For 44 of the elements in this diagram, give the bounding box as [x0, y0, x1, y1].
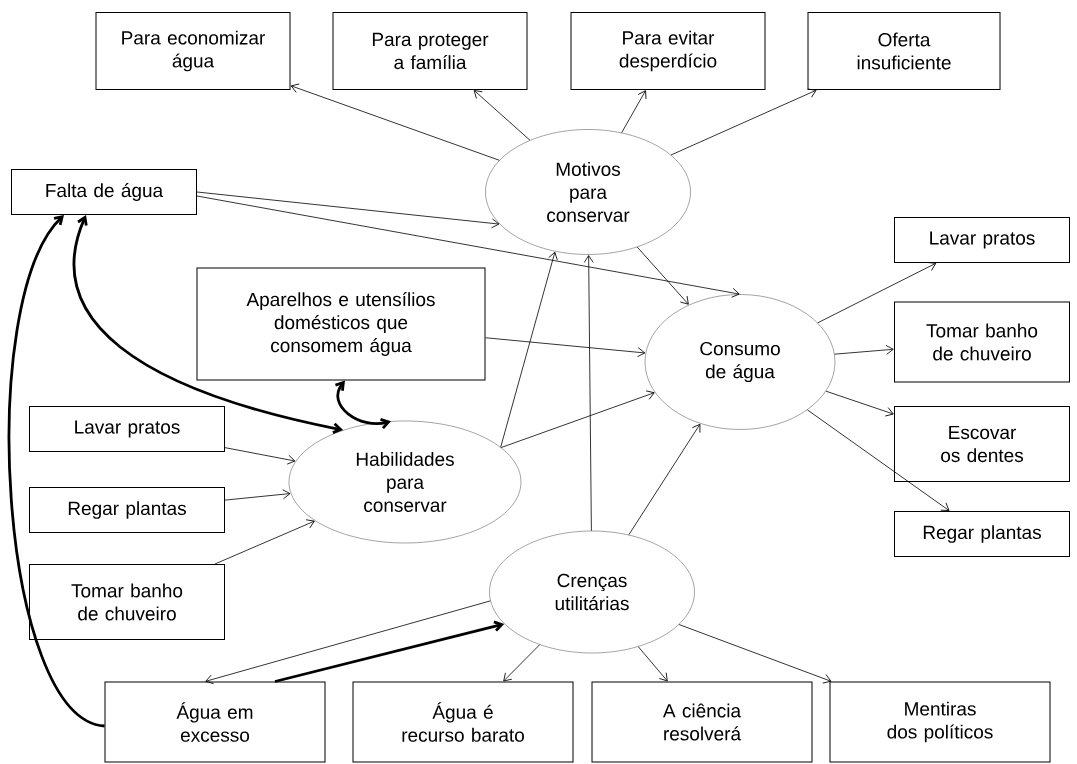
arrow	[500, 251, 558, 448]
arrow	[583, 255, 594, 532]
arrow	[807, 409, 950, 511]
arrow	[7, 215, 105, 728]
arrow	[825, 390, 894, 417]
arrow	[503, 644, 541, 682]
arrow	[628, 423, 701, 536]
arrow	[621, 90, 647, 134]
arrow	[224, 489, 291, 501]
text-box: Para economizar água	[95, 12, 291, 90]
text-box: Regar plantas	[894, 511, 1070, 557]
text-box: Lavar pratos	[894, 217, 1070, 263]
arrow	[485, 337, 646, 358]
text-box: Tomar banho de chuveiro	[29, 564, 225, 640]
arrow	[72, 215, 344, 434]
arrow	[678, 624, 832, 684]
arrow	[274, 620, 505, 683]
arrow	[290, 83, 500, 161]
arrow	[205, 600, 491, 685]
arrow	[214, 519, 315, 565]
text-box: Oferta insuficiente	[807, 12, 1001, 90]
text-box: Água em excesso	[104, 681, 326, 763]
text-box: Água é recurso barato	[352, 681, 574, 763]
arrow	[196, 191, 500, 229]
arrow	[670, 88, 817, 156]
text-box: Falta de água	[11, 169, 197, 215]
arrow	[224, 447, 296, 465]
text-box: Aparelhos e utensílios domésticos que consomem água	[196, 267, 486, 381]
text-box: Mentiras dos políticos	[829, 681, 1051, 763]
arrow	[500, 390, 655, 448]
arrow	[335, 380, 391, 430]
arrow	[636, 246, 689, 305]
arrow	[637, 646, 668, 682]
arrow	[817, 262, 937, 324]
text-box: A ciência resolverá	[591, 681, 813, 763]
arrow	[473, 90, 531, 141]
arrow	[196, 195, 740, 298]
text-box: Regar plantas	[29, 487, 225, 533]
text-box: Escovar os dentes	[894, 406, 1070, 482]
text-box: Lavar pratos	[29, 406, 225, 452]
text-box: Para evitar desperdício	[570, 12, 766, 90]
text-box: Tomar banho de chuveiro	[894, 301, 1070, 383]
text-box: Para proteger a família	[332, 12, 528, 90]
arrow	[834, 345, 894, 355]
